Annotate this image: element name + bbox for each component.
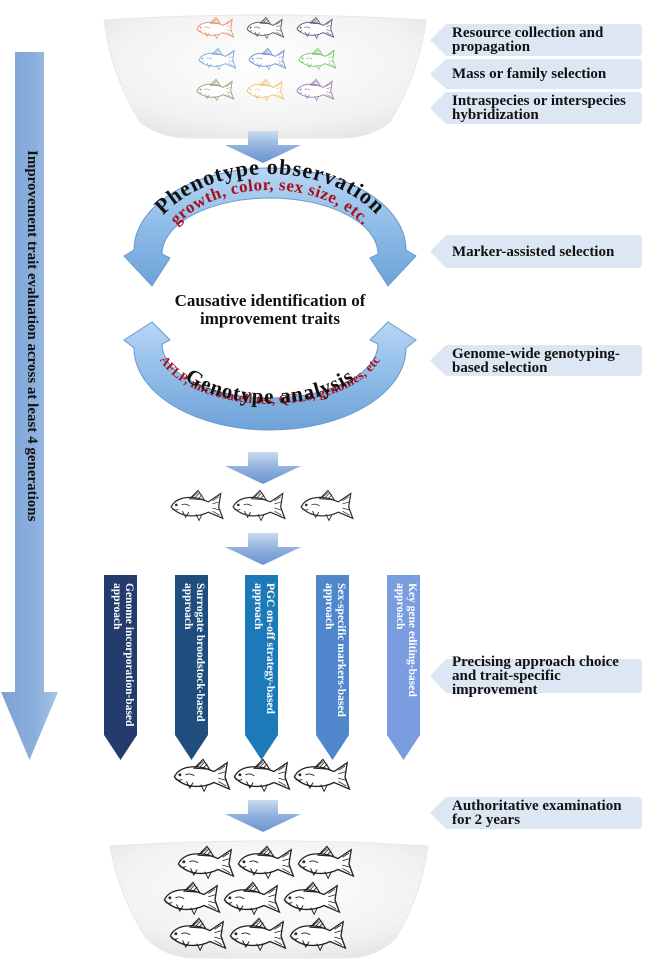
callout-genome-wide-genotyping: Genome-wide genotyping-based selection [430, 345, 642, 376]
callout-marker-assisted-selection: Marker-assisted selection [430, 235, 642, 268]
approach-genome-incorporation: Genome incorporation-based approach [104, 575, 137, 760]
approach-label: Key gene editing-based approach [394, 583, 418, 697]
generations-arrow-label: Improvement trait evaluation across at l… [24, 150, 40, 522]
down-arrow-3 [225, 533, 301, 565]
down-arrow-2 [225, 452, 301, 484]
improved-fish-row [170, 755, 370, 800]
fish-icon [296, 78, 335, 101]
fish-icon [296, 16, 335, 39]
selected-fish-row [165, 487, 365, 527]
fish-icon [223, 881, 281, 916]
fish-icon [169, 917, 227, 952]
fish-icon [246, 16, 285, 39]
callout-label: Resource collection and propagation [452, 25, 604, 55]
callout-label: Precising approach choice and trait-spec… [452, 654, 619, 698]
fish-icon [198, 47, 237, 70]
approach-label: Surrogate broodstock-based approach [182, 583, 206, 722]
callout-precising-approach: Precising approach choice and trait-spec… [430, 654, 642, 698]
fish-icon [196, 78, 235, 101]
fish-icon [163, 881, 221, 916]
callout-authoritative-examination: Authoritative examination for 2 years [430, 797, 642, 829]
fish-icon [289, 917, 347, 952]
causative-line-1: Causative identification of [174, 291, 366, 310]
causative-line-2: improvement traits [200, 309, 340, 328]
top-fish-grid [190, 14, 340, 110]
callout-resource-collection: Resource collection and propagation [430, 24, 642, 56]
fish-icon [246, 78, 285, 101]
approach-label: Sex-specific markers-based approach [323, 583, 347, 717]
fish-icon [298, 47, 337, 70]
genotype-arc: AFLP, microsatellites, QTLs, genomes, et… [120, 320, 420, 460]
callout-hybridization: Intraspecies or interspecies hybridizati… [430, 92, 642, 124]
top-pond-bowl [100, 12, 430, 140]
callout-label: Intraspecies or interspecies hybridizati… [452, 93, 626, 123]
callout-label: Genome-wide genotyping-based selection [452, 345, 620, 376]
bottom-fish-school [160, 842, 380, 957]
approach-surrogate-broodstock: Surrogate broodstock-based approach [175, 575, 208, 760]
approach-label: PGC on-off strategy-based approach [252, 583, 276, 714]
fish-icon [283, 881, 341, 916]
down-arrow-1 [225, 131, 301, 163]
fish-icon [177, 845, 235, 880]
fish-icon [196, 16, 235, 39]
down-arrow-4 [225, 800, 301, 832]
fish-icon [248, 47, 287, 70]
callout-label: Mass or family selection [452, 66, 607, 82]
generations-arrow [0, 52, 60, 762]
approach-pgc-on-off: PGC on-off strategy-based approach [245, 575, 278, 760]
phenotype-arc: Phenotype observation growth, color, sex… [120, 158, 420, 288]
fish-icon [229, 917, 287, 952]
callout-label: Authoritative examination for 2 years [452, 798, 622, 828]
callout-mass-family-selection: Mass or family selection [430, 59, 642, 89]
approach-key-gene-editing: Key gene editing-based approach [387, 575, 420, 760]
callout-label: Marker-assisted selection [452, 243, 615, 260]
approach-sex-specific-markers: Sex-specific markers-based approach [316, 575, 349, 760]
fish-icon [237, 845, 295, 880]
approach-label: Genome incorporation-based approach [111, 583, 135, 727]
approach-banner-shape [104, 575, 137, 760]
fish-icon [297, 845, 355, 880]
causative-identification-label: Causative identification of improvement … [130, 292, 410, 328]
